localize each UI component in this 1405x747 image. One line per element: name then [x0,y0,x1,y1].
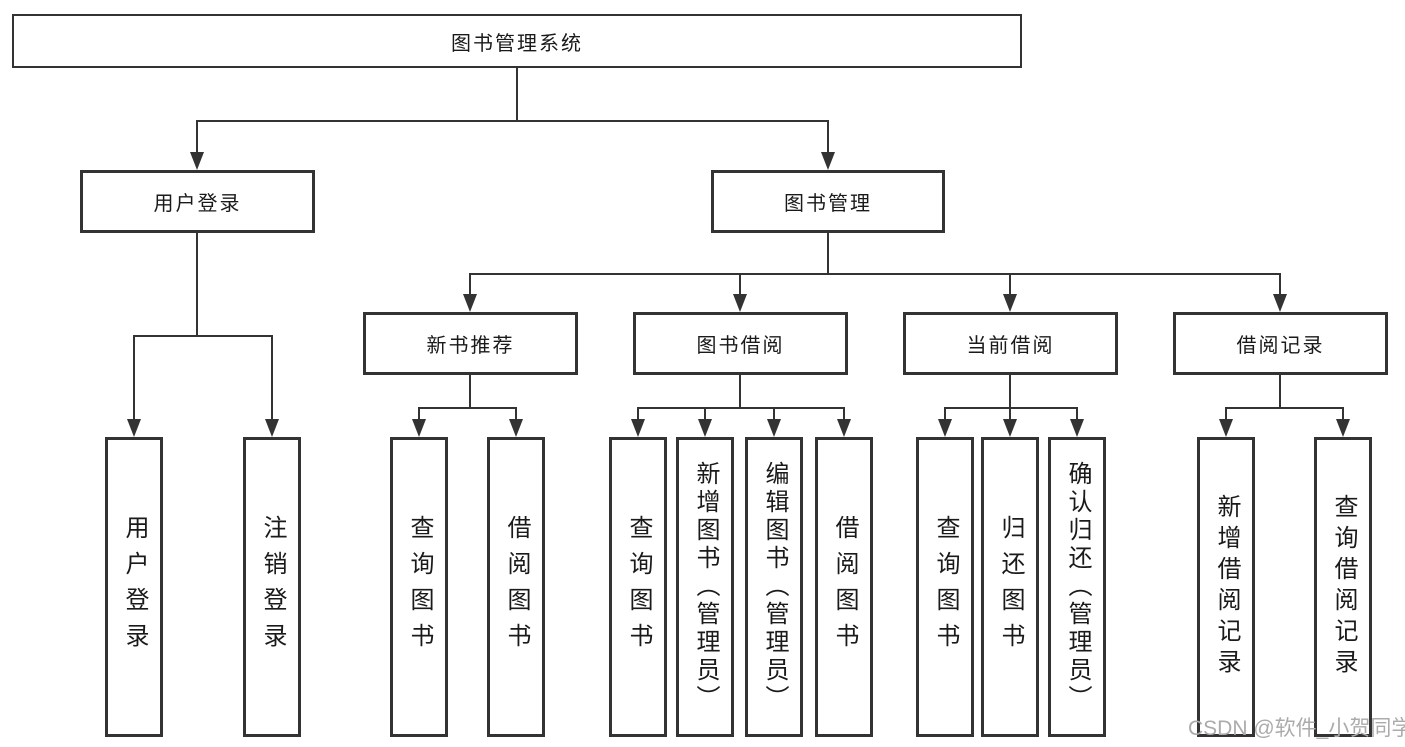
leaf-user-login-0: 用户登录 [105,437,163,737]
arrow-head [698,419,712,437]
leaf-label: 新增图书（管理员） [692,461,719,713]
leaf-label: 用户登录 [121,515,148,659]
node-user-login-label: 用户登录 [153,193,242,215]
arrow-head [938,419,952,437]
connector-line [704,407,706,419]
node-book-borrow: 图书借阅 [633,312,848,375]
arrow-head [837,419,851,437]
node-root-label: 图书管理系统 [451,32,583,55]
connector-line [637,407,845,409]
connector-line [739,375,741,407]
node-current-borrow: 当前借阅 [903,312,1118,375]
node-current-borrow-label: 当前借阅 [966,335,1055,357]
connector-line [196,120,198,152]
arrow-head [1003,294,1017,312]
connector-line [1009,407,1011,419]
node-borrow-record-label: 借阅记录 [1236,335,1325,357]
leaf-book-borrow-2: 编辑图书（管理员） [745,437,803,737]
connector-line [515,407,517,419]
leaf-new-book-rec-0: 查询图书 [390,437,448,737]
node-new-book-rec: 新书推荐 [363,312,578,375]
arrow-head [1003,419,1017,437]
connector-line [418,407,420,419]
arrow-head [265,419,279,437]
watermark-text: CSDN @软件_小贺同学 [1188,717,1405,740]
connector-line [469,273,1281,275]
connector-line [1225,407,1227,419]
connector-line [827,120,829,152]
arrow-head [821,152,835,170]
arrow-head [463,294,477,312]
connector-line [1076,407,1078,419]
node-book-mgmt: 图书管理 [711,170,945,233]
connector-line [1009,375,1011,407]
connector-line [469,375,471,407]
arrow-head [1070,419,1084,437]
leaf-label: 查询图书 [625,515,652,659]
leaf-borrow-record-1: 查询借阅记录 [1314,437,1372,737]
arrow-head [412,419,426,437]
node-book-mgmt-label: 图书管理 [784,193,872,215]
arrow-head [1336,419,1350,437]
arrow-head [733,294,747,312]
arrow-head [509,419,523,437]
arrow-head [1273,294,1287,312]
leaf-book-borrow-3: 借阅图书 [815,437,873,737]
arrow-head [767,419,781,437]
connector-line [418,407,517,409]
node-root: 图书管理系统 [12,14,1022,68]
connector-line [133,335,273,337]
leaf-user-login-1: 注销登录 [243,437,301,737]
leaf-label: 查询图书 [932,515,959,659]
leaf-book-borrow-0: 查询图书 [609,437,667,737]
leaf-current-borrow-2: 确认归还（管理员） [1048,437,1106,737]
connector-line [739,273,741,294]
connector-line [773,407,775,419]
arrow-head [1219,419,1233,437]
arrow-head [631,419,645,437]
connector-line [637,407,639,419]
leaf-label: 新增借阅记录 [1213,494,1240,680]
leaf-label: 借阅图书 [831,515,858,659]
node-book-borrow-label: 图书借阅 [696,335,785,357]
leaf-label: 借阅图书 [503,515,530,659]
leaf-borrow-record-0: 新增借阅记录 [1197,437,1255,737]
leaf-book-borrow-1: 新增图书（管理员） [676,437,734,737]
connector-line [944,407,1078,409]
connector-line [1225,407,1344,409]
connector-line [1342,407,1344,419]
arrow-head [127,419,141,437]
connector-line [133,335,135,419]
leaf-label: 查询借阅记录 [1330,494,1357,680]
leaf-label: 归还图书 [997,515,1024,659]
connector-line [1009,273,1011,294]
leaf-label: 确认归还（管理员） [1064,461,1091,713]
leaf-current-borrow-0: 查询图书 [916,437,974,737]
leaf-label: 编辑图书（管理员） [761,461,788,713]
leaf-label: 注销登录 [259,515,286,659]
connector-line [827,233,829,273]
connector-line [944,407,946,419]
node-borrow-record: 借阅记录 [1173,312,1388,375]
connector-line [196,233,198,335]
leaf-current-borrow-1: 归还图书 [981,437,1039,737]
connector-line [469,273,471,294]
leaf-new-book-rec-1: 借阅图书 [487,437,545,737]
connector-line [196,120,829,122]
node-user-login: 用户登录 [80,170,315,233]
node-new-book-rec-label: 新书推荐 [426,335,515,357]
connector-line [1279,375,1281,407]
arrow-head [190,152,204,170]
connector-line [271,335,273,419]
connector-line [516,68,518,120]
connector-line [1279,273,1281,294]
leaf-label: 查询图书 [406,515,433,659]
connector-line [843,407,845,419]
